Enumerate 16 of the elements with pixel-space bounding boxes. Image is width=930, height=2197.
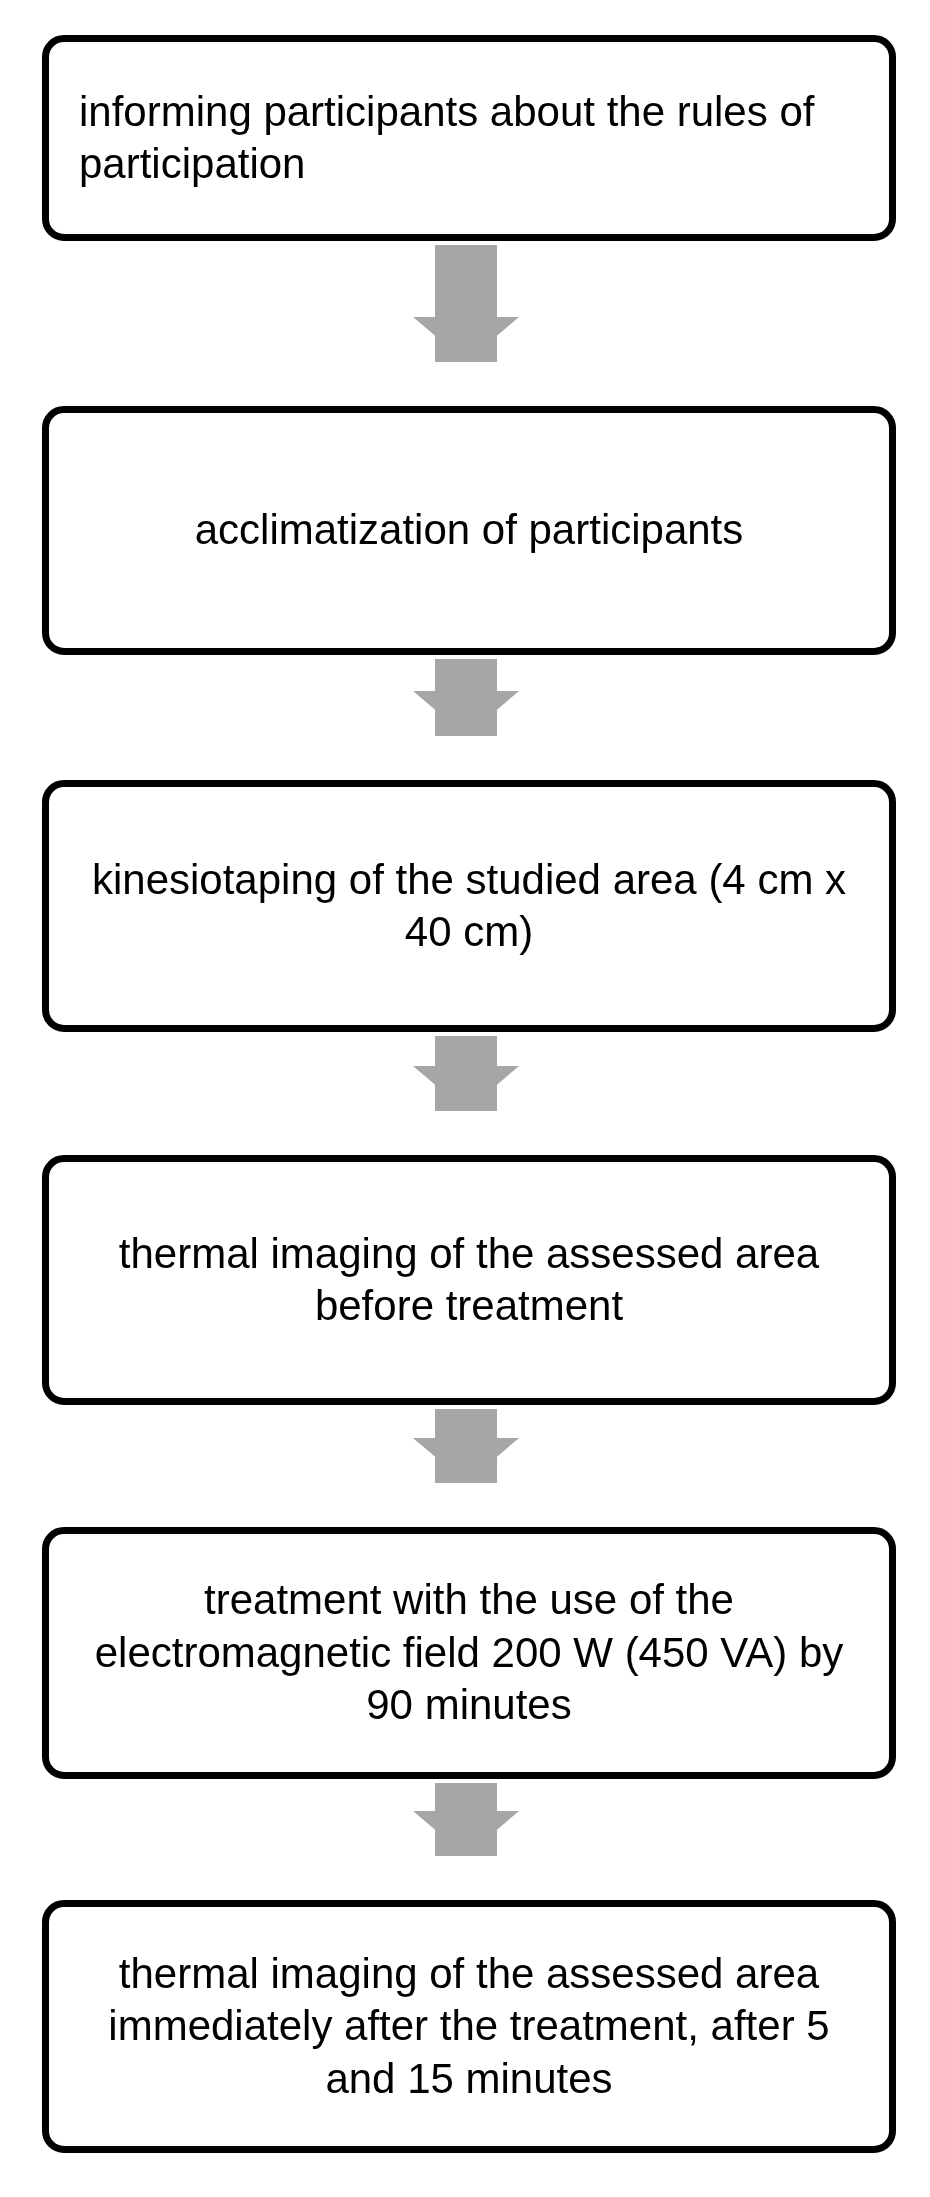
step-text: informing participants about the rules of participation xyxy=(79,86,816,189)
step-text: thermal imaging of the assessed area immediately after the treatment, after 5 and 15 minutes xyxy=(107,1948,831,2104)
process-box xyxy=(42,35,896,241)
block-arrow xyxy=(413,245,519,362)
block-arrow xyxy=(413,1409,519,1483)
process-box xyxy=(42,780,896,1032)
process-box xyxy=(42,1900,896,2153)
step-text: kinesiotaping of the studied area (4 cm x 40 cm) xyxy=(90,854,848,957)
process-box xyxy=(42,406,896,655)
block-arrow xyxy=(413,1036,519,1111)
step-text: thermal imaging of the assessed area before treatment xyxy=(117,1228,821,1331)
process-box xyxy=(42,1527,896,1779)
step-text: treatment with the use of the electromagnetic field 200 W (450 VA) by 90 minutes xyxy=(93,1575,845,1731)
block-arrow xyxy=(413,659,519,736)
step-text: acclimatization of participants xyxy=(194,505,744,556)
process-box xyxy=(42,1155,896,1405)
